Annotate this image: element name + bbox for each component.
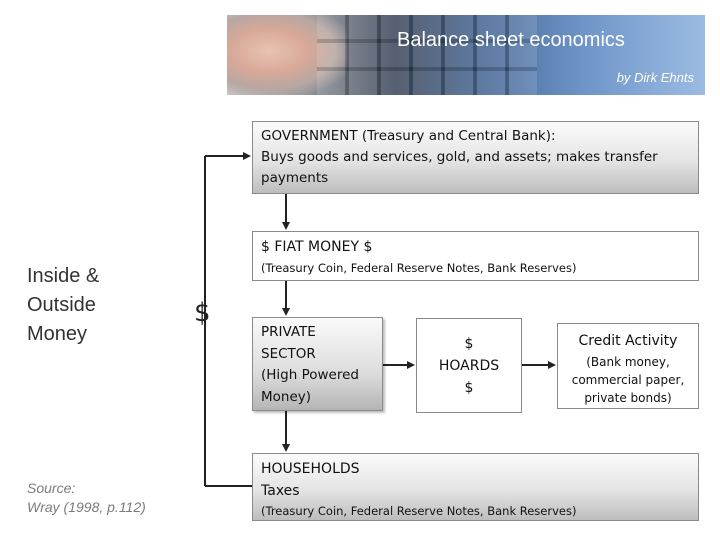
loop-dollar-label: $: [194, 298, 211, 328]
credit-activity-detail: (Bank money, commercial paper, private b…: [558, 353, 698, 407]
government-description: Buys goods and services, gold, and asset…: [261, 149, 658, 165]
hoards-line: $: [464, 380, 474, 396]
government-description-cont: payments: [261, 170, 329, 186]
slide-title: Balance sheet economics: [397, 29, 625, 51]
fiat-money-detail: (Treasury Coin, Federal Reserve Notes, B…: [261, 261, 577, 275]
government-title: GOVERNMENT (Treasury and Central Bank):: [261, 128, 556, 144]
credit-detail-line: commercial paper,: [571, 373, 685, 387]
fiat-money-title: $ FIAT MONEY $: [261, 239, 373, 255]
households-taxes: Taxes: [261, 483, 300, 499]
slide-author: by Dirk Ehnts: [616, 70, 694, 85]
section-title: Inside & Outside Money: [27, 262, 177, 349]
households-box: HOUSEHOLDS Taxes (Treasury Coin, Federal…: [252, 453, 699, 521]
credit-activity-box: Credit Activity (Bank money, commercial …: [557, 323, 699, 409]
source-reference: Wray (1998, p.112): [27, 499, 146, 515]
source-label: Source:: [27, 480, 76, 496]
section-title-line: Outside: [27, 294, 96, 316]
private-sector-line: Money): [261, 388, 312, 405]
credit-detail-line: (Bank money,: [586, 355, 670, 369]
government-box: GOVERNMENT (Treasury and Central Bank): …: [252, 121, 699, 194]
private-sector-line: SECTOR: [261, 345, 316, 362]
credit-activity-title: Credit Activity: [578, 333, 678, 349]
source-citation: Source: Wray (1998, p.112): [27, 479, 146, 517]
section-title-line: Money: [27, 323, 88, 345]
hoards-line: $: [464, 336, 474, 352]
households-detail: (Treasury Coin, Federal Reserve Notes, B…: [261, 504, 577, 518]
header-banner: [227, 15, 705, 95]
hand-image: [227, 15, 347, 95]
section-title-line: Inside &: [27, 265, 100, 287]
fiat-money-box: $ FIAT MONEY $ (Treasury Coin, Federal R…: [252, 231, 699, 281]
credit-detail-line: private bonds): [584, 391, 672, 405]
private-sector-line: PRIVATE: [261, 324, 316, 340]
hoards-box: $ HOARDS $: [416, 318, 522, 413]
private-sector-box: PRIVATE SECTOR (High Powered Money): [252, 317, 383, 411]
hoards-line: HOARDS: [438, 358, 500, 374]
households-title: HOUSEHOLDS: [261, 461, 360, 477]
keyboard-image: [317, 15, 537, 95]
private-sector-line: (High Powered: [261, 367, 359, 383]
